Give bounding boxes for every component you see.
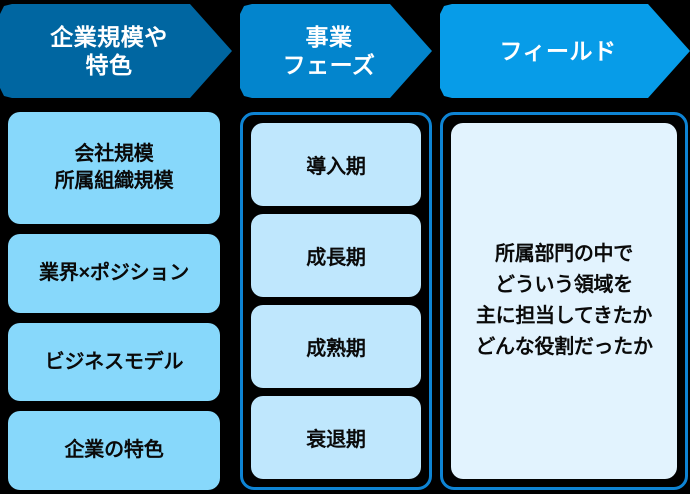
column-field-group: 所属部門の中で どういう領域を 主に担当してきたか どんな役割だったか bbox=[440, 112, 688, 490]
header-chevron-field[interactable]: フィールド bbox=[440, 4, 690, 98]
column-business-phase-items: 導入期 成長期 成熟期 衰退期 bbox=[251, 123, 421, 479]
column-business-phase-group: 導入期 成長期 成熟期 衰退期 bbox=[240, 112, 432, 490]
column-company-scale-items: 会社規模 所属組織規模 業界×ポジション ビジネスモデル 企業の特色 bbox=[8, 112, 220, 491]
header-chevron-label: 事業 フェーズ bbox=[282, 23, 376, 78]
list-item[interactable]: 成長期 bbox=[251, 214, 421, 297]
header-chevron-company-scale[interactable]: 企業規模や 特色 bbox=[0, 4, 232, 98]
header-chevron-label: フィールド bbox=[499, 37, 617, 64]
header-chevron-label: 企業規模や 特色 bbox=[50, 23, 168, 78]
list-item[interactable]: 成熟期 bbox=[251, 305, 421, 388]
list-item[interactable]: 企業の特色 bbox=[8, 411, 220, 491]
list-item[interactable]: ビジネスモデル bbox=[8, 322, 220, 402]
list-item[interactable]: 会社規模 所属組織規模 bbox=[8, 112, 220, 224]
list-item[interactable]: 業界×ポジション bbox=[8, 234, 220, 313]
field-description-panel[interactable]: 所属部門の中で どういう領域を 主に担当してきたか どんな役割だったか bbox=[451, 123, 677, 479]
list-item[interactable]: 導入期 bbox=[251, 123, 421, 206]
list-item[interactable]: 衰退期 bbox=[251, 396, 421, 479]
header-chevron-business-phase[interactable]: 事業 フェーズ bbox=[240, 4, 432, 98]
